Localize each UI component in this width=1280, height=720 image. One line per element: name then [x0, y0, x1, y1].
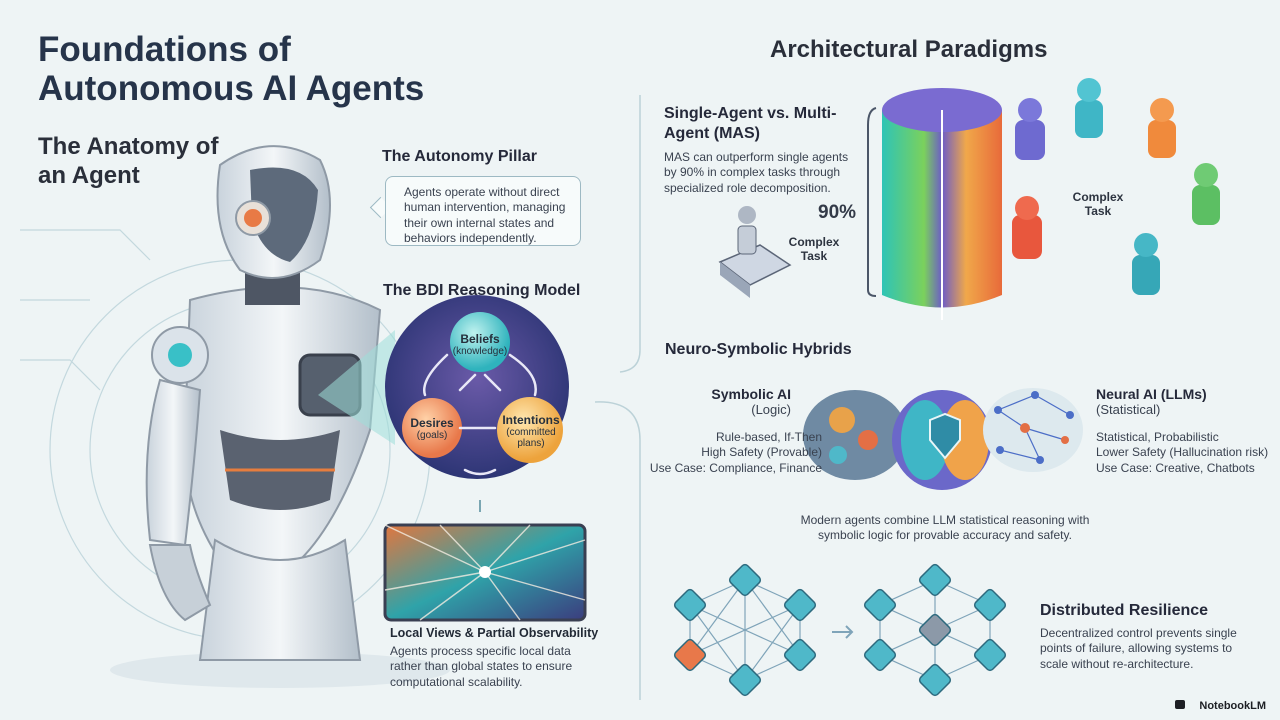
multi-agent-robots: [1012, 78, 1220, 295]
robot-figure: [110, 145, 450, 688]
symbolic-line: Rule-based, If-Then: [715, 430, 822, 444]
autonomy-text: Agents operate without direct human inte…: [404, 185, 566, 246]
bdi-diagram: [318, 295, 569, 512]
mas-text: MAS can outperform single agents by 90% …: [664, 150, 849, 195]
intentions-label: Intentions: [502, 413, 560, 427]
beliefs-node: Beliefs (knowledge): [445, 332, 515, 358]
resilience-text: Decentralized control prevents single po…: [1040, 626, 1237, 671]
autonomy-title: The Autonomy Pillar: [382, 148, 537, 165]
neuro-title: Neuro-Symbolic Hybrids: [665, 341, 852, 358]
single-agent-task-label: Complex Task: [788, 235, 840, 264]
neural-line: Lower Safety (Hallucination risk): [1096, 445, 1269, 460]
multi-agent-task-label: Complex Task: [1072, 190, 1124, 219]
neuro-symbolic-brains: [803, 388, 1083, 490]
symbolic-line: High Safety (Provable): [701, 445, 822, 460]
anatomy-heading: The Anatomy of an Agent: [38, 133, 219, 189]
symbolic-details: Rule-based, If-Then High Safety (Provabl…: [640, 430, 822, 476]
mas-title: Single-Agent vs. Multi-Agent (MAS): [664, 105, 837, 142]
resilience-title: Distributed Resilience: [1040, 602, 1209, 619]
bdi-title: The BDI Reasoning Model: [383, 282, 581, 299]
neural-line: Use Case: Creative, Chatbots: [1096, 460, 1255, 475]
neural-title: Neural AI (LLMs): [1096, 386, 1207, 402]
desires-sub: (goals): [416, 430, 448, 442]
mas-percent: 90%: [818, 202, 857, 223]
desires-node: Desires (goals): [398, 416, 466, 442]
local-views-title: Local Views & Partial Observability: [390, 626, 599, 640]
local-views-panel: [383, 523, 587, 622]
desires-label: Desires: [410, 416, 454, 430]
symbolic-sub: (Logic): [751, 402, 791, 417]
intentions-sub: (committed plans): [506, 427, 556, 450]
local-views-text: Agents process specific local data rathe…: [390, 644, 573, 689]
neural-line: Statistical, Probabilistic: [1096, 430, 1219, 444]
intentions-node: Intentions (committed plans): [500, 413, 562, 450]
network-diagrams: [673, 563, 1007, 697]
autonomy-callout: Agents operate without direct human inte…: [385, 176, 581, 246]
beliefs-label: Beliefs: [460, 332, 500, 346]
symbolic-heading: Symbolic AI (Logic): [675, 386, 791, 417]
neural-heading: Neural AI (LLMs) (Statistical): [1096, 386, 1256, 417]
architecture-heading: Architectural Paradigms: [770, 36, 1048, 63]
brand-label: NotebookLM: [1199, 700, 1266, 712]
symbolic-line: Use Case: Compliance, Finance: [649, 460, 822, 475]
neuro-summary: Modern agents combine LLM statistical re…: [800, 513, 1090, 543]
page-title: Foundations of Autonomous AI Agents: [38, 30, 425, 109]
beliefs-sub: (knowledge): [452, 346, 508, 358]
notebooklm-logo-icon: [1175, 700, 1185, 709]
neural-details: Statistical, Probabilistic Lower Safety …: [1096, 430, 1276, 476]
neural-sub: (Statistical): [1096, 402, 1161, 417]
mas-cylinder-graphic: [718, 88, 1002, 320]
symbolic-title: Symbolic AI: [711, 386, 791, 402]
